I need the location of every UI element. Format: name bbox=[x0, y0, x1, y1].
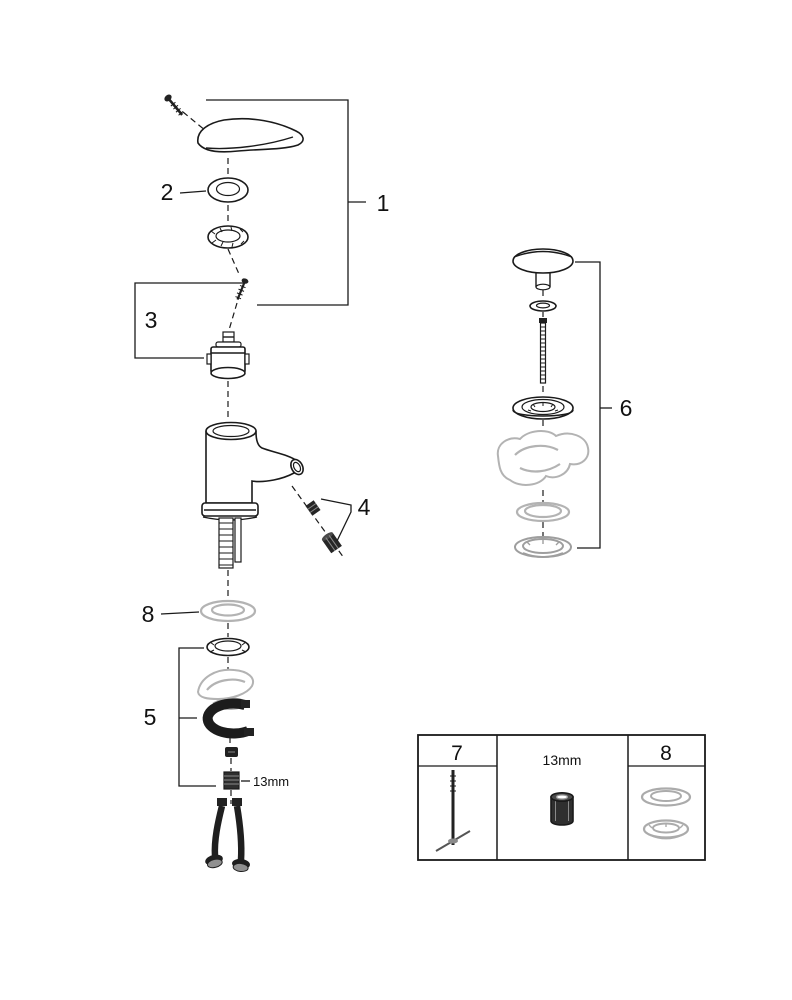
adapter-fitting bbox=[223, 771, 240, 790]
hex-nut-icon bbox=[550, 791, 574, 826]
knurled-nut-icon bbox=[321, 532, 342, 554]
lever-handle bbox=[197, 117, 304, 153]
drain-rod bbox=[539, 318, 547, 384]
drain-seal-ring bbox=[515, 501, 571, 523]
handle-screw-icon bbox=[164, 94, 184, 116]
drain-body-ghost bbox=[496, 430, 590, 486]
table-cell-7: 7 bbox=[435, 742, 471, 852]
fixing-rod-icon bbox=[435, 770, 471, 852]
seal-rings-icon bbox=[640, 787, 692, 840]
label-2-leader bbox=[179, 190, 207, 194]
mounting-nut bbox=[225, 747, 238, 757]
label-8-leader bbox=[160, 611, 200, 615]
supply-hoses bbox=[205, 798, 250, 873]
toothed-washer bbox=[207, 225, 249, 249]
bracket-4 bbox=[320, 498, 352, 542]
mounting-clamp bbox=[202, 698, 254, 739]
set-screw-icon bbox=[305, 500, 321, 516]
cartridge-screw-icon bbox=[235, 278, 249, 300]
table-cell-nut: 13mm bbox=[543, 752, 582, 826]
cartridge bbox=[206, 331, 250, 380]
bracket-3 bbox=[134, 282, 246, 359]
table-header-8: 8 bbox=[660, 742, 672, 765]
bracket-5 bbox=[178, 647, 216, 787]
bracket-1 bbox=[206, 99, 366, 306]
drain-washer bbox=[529, 300, 557, 312]
table-label-13mm: 13mm bbox=[543, 752, 582, 768]
part-label-1: 1 bbox=[377, 190, 390, 216]
part-label-8: 8 bbox=[142, 601, 155, 627]
base-seal-ring bbox=[199, 599, 257, 623]
part-label-3: 3 bbox=[145, 307, 158, 333]
wrench-size-callout: 13mm bbox=[253, 774, 289, 789]
part-label-4: 4 bbox=[358, 494, 371, 520]
table-header-7: 7 bbox=[451, 742, 463, 765]
drain-plug-cap bbox=[512, 248, 574, 291]
drain-flange bbox=[512, 396, 574, 420]
part-label-6: 6 bbox=[620, 395, 633, 421]
table-cell-8: 8 bbox=[640, 742, 692, 840]
metal-washer-ring bbox=[206, 637, 250, 657]
drain-base-ring bbox=[514, 536, 572, 558]
bracket-6 bbox=[575, 261, 612, 549]
handle-ring bbox=[207, 177, 249, 203]
faucet-body bbox=[201, 421, 304, 569]
part-label-5: 5 bbox=[144, 704, 157, 730]
part-label-2: 2 bbox=[161, 179, 174, 205]
